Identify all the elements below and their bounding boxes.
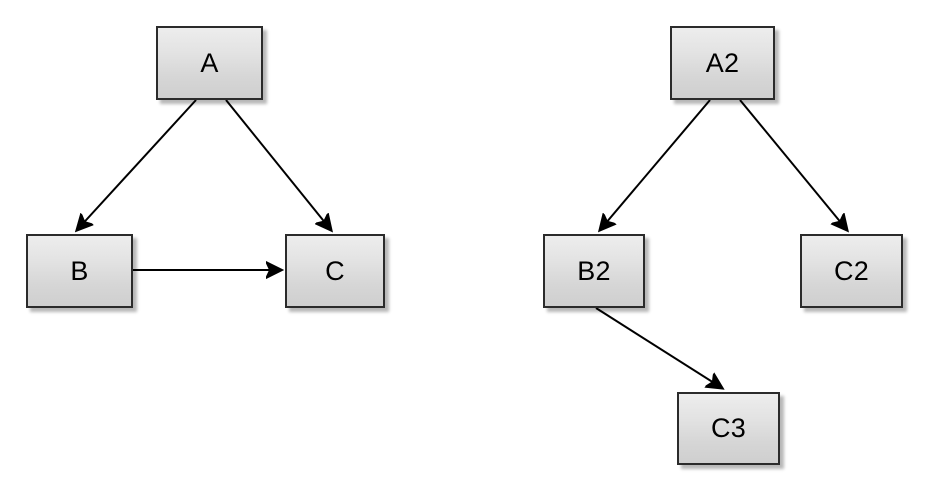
node-label: C2: [834, 255, 869, 286]
node-b2[interactable]: B2: [543, 234, 645, 308]
node-label: B: [70, 255, 89, 286]
node-c3[interactable]: C3: [677, 392, 780, 465]
node-label: B2: [577, 255, 611, 286]
edge-a-to-c[interactable]: [225, 99, 331, 230]
node-a2[interactable]: A2: [670, 26, 775, 100]
node-a[interactable]: A: [156, 26, 263, 100]
edge-a-to-b[interactable]: [77, 99, 197, 230]
edge-b2-to-c3[interactable]: [595, 307, 722, 388]
node-label: A2: [705, 47, 740, 78]
node-b[interactable]: B: [26, 234, 133, 308]
node-label: C3: [711, 413, 746, 443]
node-label: C: [325, 255, 345, 286]
node-c[interactable]: C: [285, 234, 385, 308]
node-label: A: [200, 47, 219, 78]
node-c2[interactable]: C2: [800, 234, 903, 308]
edge-a2-to-b2[interactable]: [600, 99, 711, 230]
edge-a2-to-c2[interactable]: [739, 99, 847, 230]
